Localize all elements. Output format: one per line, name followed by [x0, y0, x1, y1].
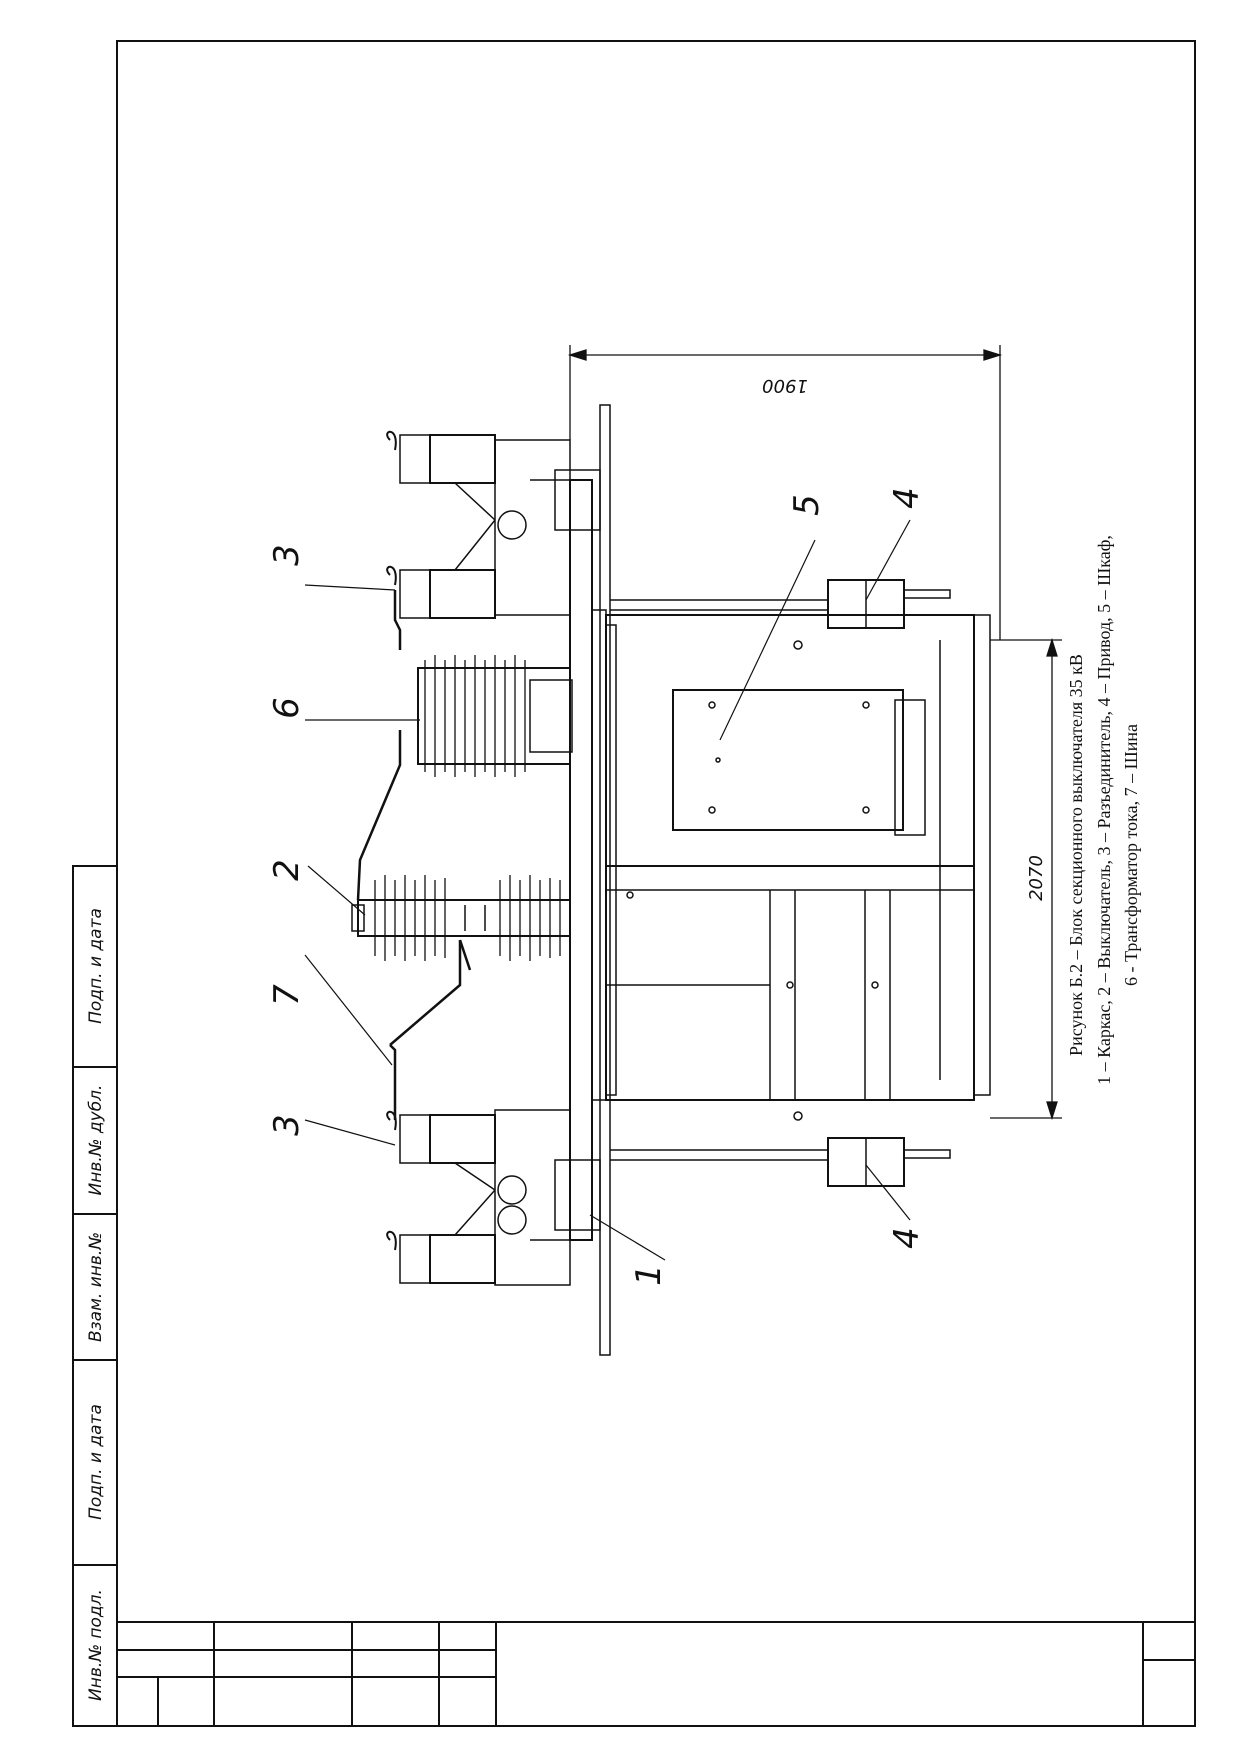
disconnector-right — [386, 430, 571, 619]
cabinet — [605, 614, 991, 1121]
base-frame — [530, 404, 611, 1356]
bus-bar — [356, 590, 472, 1120]
side-stamp — [72, 865, 118, 1727]
callout-4-left: 4 — [887, 1227, 927, 1249]
figure-caption-legend-line2: 6 - Трансформатор тока, 7 – Шина — [1121, 724, 1141, 986]
equipment-drawing — [304, 345, 1062, 1356]
dimension-width — [990, 637, 1062, 1121]
dimension-height — [567, 345, 1003, 640]
callout-4-right: 4 — [887, 487, 927, 509]
stamp-sign-date-top: Подп. и дата — [86, 908, 106, 1024]
stamp-sign-date-bottom: Подп. и дата — [86, 1404, 106, 1520]
callout-2: 2 — [267, 859, 307, 881]
stamp-original-inv: Инв.№ подл. — [86, 1589, 106, 1701]
callout-1: 1 — [629, 1264, 669, 1286]
callout-3-right: 3 — [267, 544, 307, 566]
stamp-duplicate-inv: Инв.№ дубл. — [86, 1085, 106, 1196]
callout-5: 5 — [787, 494, 827, 516]
callout-7: 7 — [267, 984, 307, 1006]
title-block — [117, 1621, 1195, 1726]
figure-caption-title: Рисунок Б.2 – Блок секционного выключате… — [1066, 654, 1086, 1056]
callout-6: 6 — [267, 697, 307, 719]
disconnector-left — [386, 1109, 571, 1286]
drive-left — [610, 1137, 951, 1187]
leader-lines — [304, 519, 911, 1261]
dimension-height-label: 1900 — [762, 375, 808, 396]
callout-3-left: 3 — [267, 1114, 307, 1136]
drive-right — [610, 579, 951, 629]
figure-caption-legend-line1: 1 – Каркас, 2 – Выключатель, 3 – Разъеди… — [1094, 535, 1114, 1085]
stamp-replace-inv: Взам. инв.№ — [86, 1232, 106, 1342]
current-transformer — [417, 655, 573, 777]
dimension-width-label: 2070 — [1026, 855, 1047, 901]
breaker — [351, 875, 571, 961]
